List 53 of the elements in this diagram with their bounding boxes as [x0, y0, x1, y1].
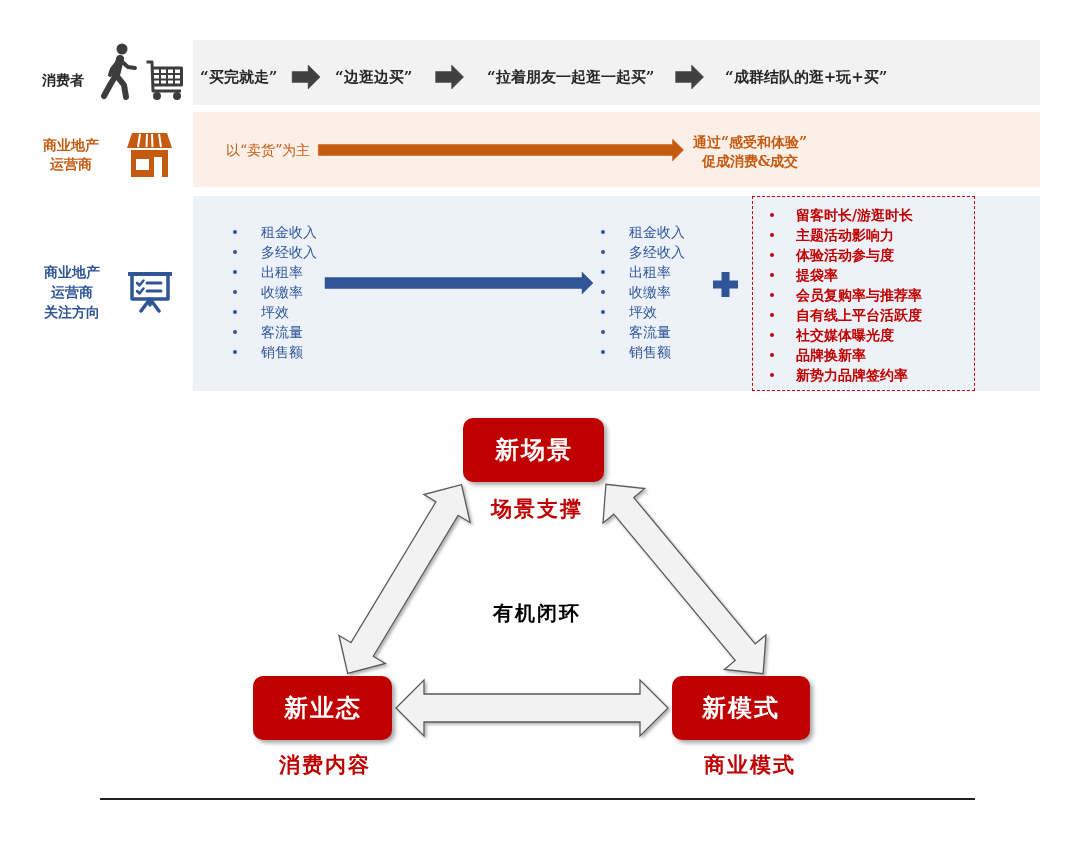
- block-arrow: [324, 271, 594, 295]
- list-item: 客流量: [261, 322, 303, 342]
- quote-text: “边逛边买”: [335, 65, 413, 89]
- row-label: 商业地产运营商: [42, 136, 100, 174]
- block-arrow: [675, 64, 704, 90]
- list-item: 收缴率: [261, 282, 303, 302]
- list-item: 提袋率: [796, 265, 838, 285]
- double-block-arrow: [338, 483, 472, 675]
- block-arrow: [318, 138, 684, 162]
- row-band: [193, 40, 1040, 105]
- block-arrow: [435, 64, 464, 90]
- bullet-list: [601, 222, 685, 362]
- bullet-list: [233, 222, 317, 362]
- list-item: 品牌换新率: [796, 345, 866, 365]
- quote-text: “拉着朋友一起逛一起买”: [487, 65, 655, 89]
- list-item: 租金收入: [261, 222, 317, 242]
- list-item: 销售额: [629, 342, 671, 362]
- list-item: 客流量: [629, 322, 671, 342]
- quote-text: “成群结队的逛+玩+买”: [725, 65, 888, 89]
- center-label: 有机闭环: [493, 600, 581, 627]
- list-item: 出租率: [261, 262, 303, 282]
- caption-text: 消费内容: [279, 751, 371, 780]
- phrase-text: 通过“感受和体验”促成消费&成交: [691, 133, 809, 171]
- process-box: 新模式: [672, 676, 810, 740]
- list-item: 主题活动影响力: [796, 225, 894, 245]
- list-item: 租金收入: [629, 222, 685, 242]
- row-band: [193, 112, 1040, 187]
- list-item: 社交媒体曝光度: [796, 325, 894, 345]
- row-label: 消费者: [41, 70, 85, 90]
- dashed-box: [752, 196, 975, 391]
- block-arrow: [291, 64, 321, 90]
- caption-text: 商业模式: [704, 751, 796, 780]
- double-block-arrow: [602, 483, 767, 675]
- list-item: 出租率: [629, 262, 671, 282]
- list-item: 留客时长/游逛时长: [796, 205, 914, 225]
- row-label: 商业地产运营商关注方向: [43, 263, 101, 322]
- list-item: 坪效: [629, 302, 657, 322]
- list-item: 坪效: [261, 302, 289, 322]
- list-item: 多经收入: [261, 242, 317, 262]
- list-item: 收缴率: [629, 282, 671, 302]
- process-box: 新场景: [463, 418, 604, 482]
- list-item: 自有线上平台活跃度: [796, 305, 922, 325]
- row-band: [193, 196, 1040, 391]
- quote-text: “买完就走”: [200, 65, 278, 89]
- list-item: 会员复购率与推荐率: [796, 285, 922, 305]
- list-item: 体验活动参与度: [796, 245, 894, 265]
- process-box: 新业态: [253, 676, 392, 740]
- list-item: 多经收入: [629, 242, 685, 262]
- caption-text: 场景支撑: [491, 495, 583, 524]
- phrase-text: 以“卖货”为主: [226, 139, 311, 161]
- list-item: 新势力品牌签约率: [796, 365, 908, 385]
- list-item: 销售额: [261, 342, 303, 362]
- double-block-arrow: [395, 678, 669, 738]
